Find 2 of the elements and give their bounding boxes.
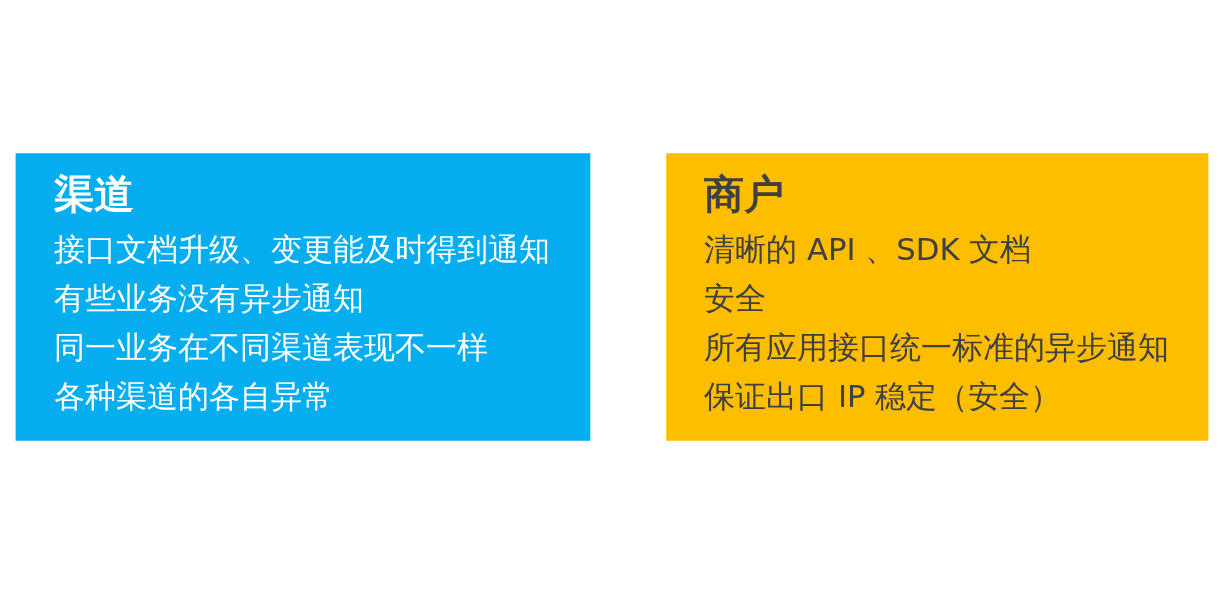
node-box: 渠道 接口文档升级、变更能及时得到通知 有些业务没有异步通知 同一业务在不同渠道表现不一样 各种渠道的各自异常 <box>15 152 591 441</box>
node-box: 商户 清晰的 API 、SDK 文档 安全 所有应用接口统一标准的异步通知 保证出口 IP 稳定（安全） <box>666 152 1209 441</box>
